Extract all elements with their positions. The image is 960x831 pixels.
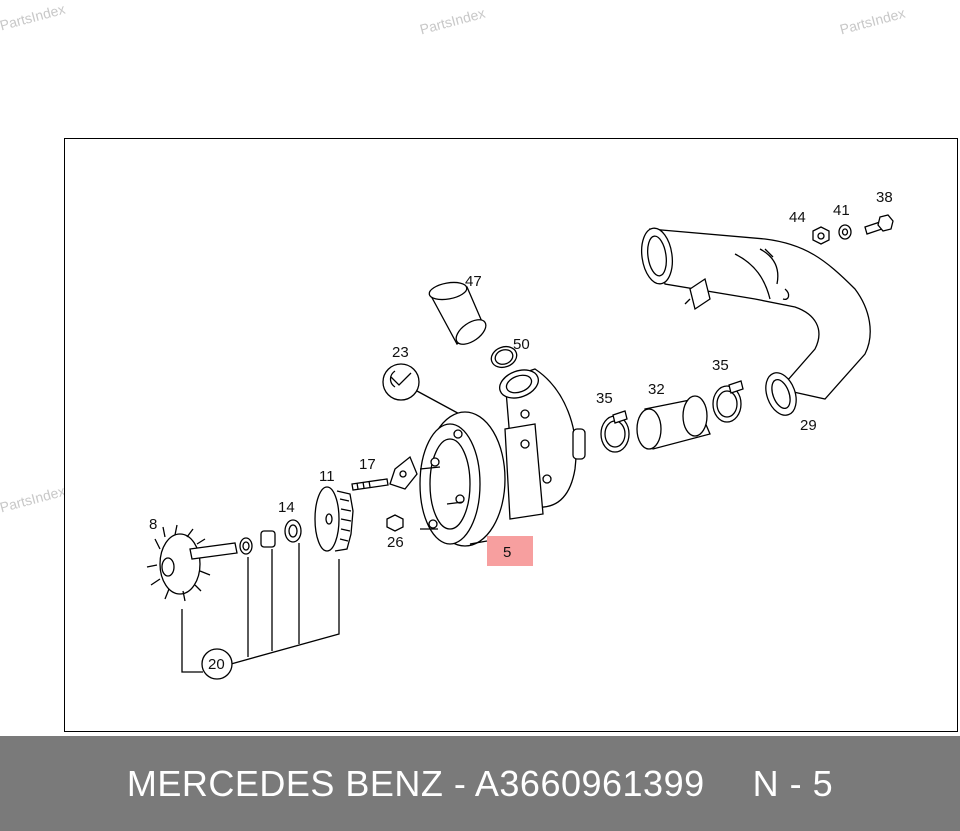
part-label: 38 xyxy=(876,189,893,206)
part-number-title: MERCEDES BENZ - A3660961399 xyxy=(126,762,705,804)
diagram-position: N - 5 xyxy=(752,762,834,804)
part-label: 8 xyxy=(149,516,157,533)
hose-and-oring-drawing xyxy=(428,281,518,369)
part-info-bar: MERCEDES BENZ - A3660961399 N - 5 xyxy=(0,736,960,831)
part-label: 11 xyxy=(319,468,335,485)
turbine-shaft-drawing xyxy=(146,486,354,602)
watermark: PartsIndex xyxy=(418,4,487,38)
turbocharger-exploded-view: 8 11 14 17 20 23 26 29 32 35 35 38 41 44… xyxy=(146,189,894,680)
sleeve-and-clamps-drawing xyxy=(600,380,744,453)
part-label: 35 xyxy=(596,390,613,407)
callout-leader xyxy=(469,540,488,545)
small-fasteners-drawing xyxy=(812,214,894,245)
intake-pipe-drawing xyxy=(640,227,871,416)
part-label: 44 xyxy=(789,209,806,226)
part-label: 23 xyxy=(392,344,409,361)
stud-and-nut-drawing xyxy=(351,478,404,532)
part-label: 32 xyxy=(648,381,665,398)
part-label: 14 xyxy=(278,499,295,516)
callout-bracket-20 xyxy=(181,543,340,680)
part-label: 20 xyxy=(208,656,225,673)
part-label: 47 xyxy=(465,273,482,290)
highlighted-part-marker[interactable]: 5 xyxy=(487,536,533,566)
turbocharger-body-drawing xyxy=(389,368,586,547)
part-label: 35 xyxy=(712,357,729,374)
part-label: 26 xyxy=(387,534,404,551)
parts-diagram: 8 11 14 17 20 23 26 29 32 35 35 38 41 44… xyxy=(64,138,958,732)
watermark: PartsIndex xyxy=(0,0,67,34)
part-label: 17 xyxy=(359,456,376,473)
wrench-icon xyxy=(382,363,466,418)
watermark: PartsIndex xyxy=(838,4,907,38)
part-label: 50 xyxy=(513,336,530,353)
part-label: 41 xyxy=(833,202,850,219)
watermark: PartsIndex xyxy=(0,482,67,516)
part-label: 29 xyxy=(800,417,817,434)
highlighted-part-label: 5 xyxy=(503,544,511,561)
